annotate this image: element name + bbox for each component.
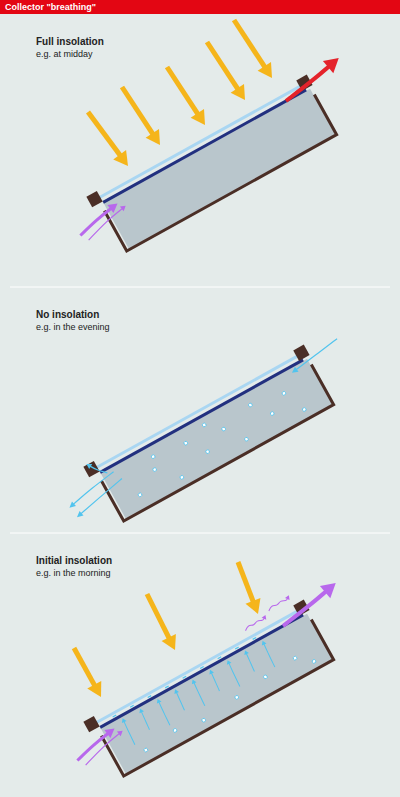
sunlight-arrow (167, 67, 205, 125)
moisture-drop (202, 422, 207, 427)
condensation (113, 715, 116, 717)
moist-air-out-arrow (275, 579, 342, 626)
vapour-arrow (138, 708, 154, 731)
vapour-out-arrow (244, 615, 268, 631)
condensation (253, 637, 256, 639)
condition-heading: Initial insolation (36, 555, 112, 567)
separator (10, 533, 390, 534)
condensation (165, 686, 168, 688)
vapour-arrow (243, 649, 259, 672)
glass-cover (92, 354, 302, 470)
vapour-arrow (225, 659, 243, 687)
separator (10, 287, 390, 288)
vapour-arrow (260, 640, 278, 668)
moisture-drop (248, 403, 253, 408)
air-in-arrow (82, 204, 132, 240)
condensation (183, 676, 186, 678)
vapour-arrow (155, 698, 173, 726)
vapour-arrow (190, 679, 208, 707)
frame-corner (86, 191, 102, 207)
moisture-drop (234, 695, 239, 700)
moisture-drop (281, 391, 286, 396)
collector (55, 328, 364, 541)
cool-air-in-arrow (288, 339, 342, 375)
insulation (101, 359, 333, 519)
sunlight-arrow (147, 594, 176, 650)
housing (101, 619, 333, 776)
vapour-out-arrow (267, 595, 291, 611)
moisture-drop (263, 674, 268, 679)
condition-heading: Full insolation (36, 36, 104, 48)
sunlight-arrow (122, 87, 160, 145)
moisture-drop (244, 437, 249, 442)
moisture-drop (152, 467, 157, 472)
moisture-drop (151, 454, 156, 459)
sunlight-arrow (207, 42, 245, 100)
housing (101, 364, 333, 521)
moisture-drop (179, 475, 184, 480)
condition-heading: No insolation (36, 309, 99, 321)
title-band (0, 0, 400, 14)
collector (57, 573, 368, 792)
moisture-drop (302, 407, 307, 412)
moisture-drop (138, 492, 143, 497)
glass-cover (95, 84, 305, 200)
collector (63, 54, 370, 267)
moisture-drop (312, 659, 317, 664)
condensation (235, 647, 238, 649)
vapour-arrow (208, 669, 224, 692)
sunlight-arrow (238, 562, 260, 614)
hot-air-out-arrow (278, 54, 345, 101)
vapour-arrow (173, 688, 189, 711)
title: Collector "breathing" (5, 0, 96, 14)
moisture-drop (221, 427, 226, 432)
moisture-drop (173, 728, 178, 733)
sunlight-arrow (88, 112, 128, 166)
absorber (100, 615, 303, 727)
air-out-arrow (71, 479, 128, 519)
moisture-drop (293, 656, 298, 661)
frame-corner (83, 716, 99, 732)
condensation (200, 667, 203, 669)
sunlight-arrow (74, 648, 101, 697)
sunlight-arrow (234, 20, 272, 78)
vapour-arrow (120, 717, 138, 745)
condition-note: e.g. in the evening (36, 322, 110, 333)
frame-corner (293, 345, 309, 361)
moisture-drop (143, 748, 148, 753)
glass-cover (92, 609, 302, 725)
moisture-drop (183, 441, 188, 446)
condensation (218, 657, 221, 659)
moisture-drop (201, 718, 206, 723)
condensation (130, 705, 133, 707)
absorber (100, 360, 303, 472)
housing (104, 94, 336, 251)
moisture-drop (205, 449, 210, 454)
condensation (148, 696, 151, 698)
condition-note: e.g. at midday (36, 49, 93, 60)
moisture-drop (270, 411, 275, 416)
condition-note: e.g. in the morning (36, 568, 111, 579)
air-out-arrow (86, 457, 107, 480)
air-in-arrow (79, 729, 129, 765)
insulation (101, 614, 333, 774)
